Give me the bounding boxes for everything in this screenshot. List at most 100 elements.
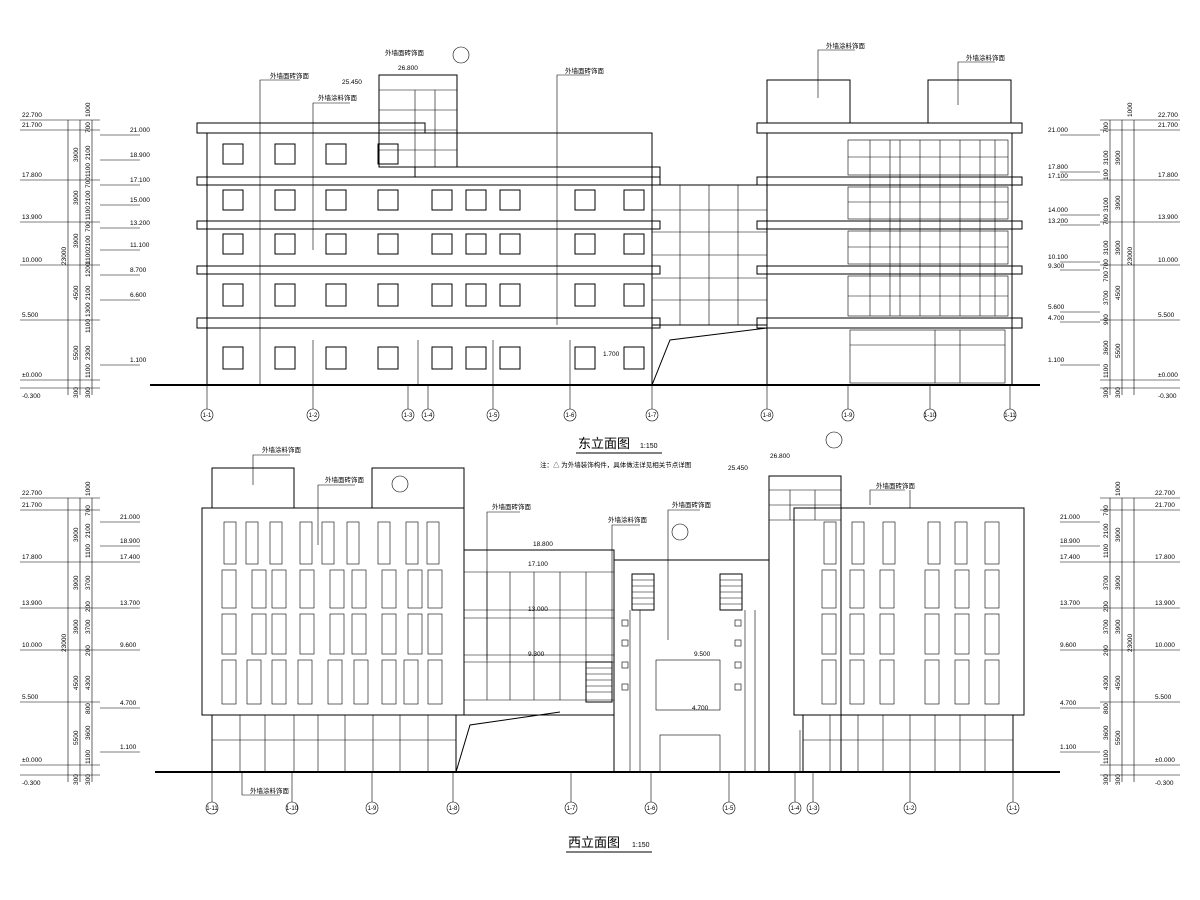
west-axis-11: 1-1 [1009,806,1018,812]
west-left-dim-8: 200 [85,601,92,612]
east-axis-11: 1-11 [1004,413,1016,419]
west-left-dim-15: 800 [85,703,92,714]
west-right-dim-11: 200 [1103,645,1110,656]
east-left-el-2: 21.700 [22,122,42,129]
west-right-dim-6: 3700 [1103,575,1110,590]
west-axis-8: 1-4 [791,806,800,812]
west-level-13000: 13.000 [528,606,548,613]
west-right-dim-12: 23000 [1127,634,1134,652]
east-right-in-4: 14.000 [1048,207,1068,214]
east-left-el-1: 22.700 [22,112,42,119]
west-left-dim-5: 1100 [85,544,92,558]
west-left-dim-2: 700 [85,505,92,516]
west-left-in-7: 1.100 [120,744,137,751]
east-right-dim-3: 3100 [1103,150,1110,165]
east-left-dim-15: 2100 [85,285,92,300]
east-right-in-6: 10.100 [1048,254,1068,261]
east-left-dim-6: 700 [85,177,92,188]
west-elevation: 外墙涂料饰面 外墙面砖饰面 外墙面砖饰面 外墙涂料饰面 外墙面砖饰面 外墙面砖饰… [20,431,1180,853]
east-right-block [766,132,1013,386]
west-level-4700: 4.700 [692,705,709,712]
west-right-in-6: 4.700 [1060,700,1077,707]
east-right-dim-12: 23000 [1127,247,1134,265]
west-level-9500: 9.500 [694,651,711,658]
east-axis-markers [200,385,1017,422]
east-callout-2: 外墙涂料饰面 [318,93,358,102]
west-callout-1: 外墙涂料饰面 [262,445,302,454]
east-left-in-8: 6.600 [130,292,147,299]
east-left-dim-17: 1300 [85,302,92,317]
west-left-windows [212,521,456,772]
west-callout-2: 外墙面砖饰面 [325,475,365,484]
east-left-in-4: 15.000 [130,197,150,204]
east-left-dim-9: 3900 [73,190,80,205]
west-left-dim-14: 4500 [73,675,80,690]
east-right-el-8: -0.300 [1158,393,1177,400]
west-left-dim-13: 4300 [85,675,92,690]
east-left-dim-4: 1100 [85,163,92,177]
west-axis-7: 1-5 [725,806,734,812]
west-right-el-7: ±0.000 [1155,757,1175,764]
east-right-el-6: 5.500 [1158,312,1175,319]
west-right-dim-1: 1000 [1115,481,1122,496]
west-level-18800: 18.800 [533,541,553,548]
west-right-dim-4: 3900 [1115,527,1122,542]
west-scale: 1:150 [632,842,650,849]
west-left-dim-6: 3700 [85,575,92,590]
west-right-dim-2: 700 [1103,505,1110,516]
east-detail-marker [452,46,470,64]
east-right-dim-17: 3600 [1103,340,1110,355]
east-left-dim-22: 1100 [85,364,92,378]
east-left-dim-3: 2100 [85,145,92,160]
east-axis-10: 1-10 [924,413,937,419]
west-right-dim-10: 3900 [1115,619,1122,634]
east-left-dim-8: 1100 [85,206,92,220]
west-right-windows [803,490,1013,772]
east-right-dim-11: 3900 [1115,240,1122,255]
east-right-in-2: 17.800 [1048,164,1068,171]
east-right-dim-8: 3900 [1115,195,1122,210]
west-left-in-4: 13.700 [120,600,140,607]
west-left-dim-3: 2100 [85,523,92,538]
east-right-in-8: 5.600 [1048,304,1065,311]
west-right-dim-15: 800 [1103,703,1110,714]
west-right-dim-16: 3600 [1103,725,1110,740]
west-right-dim-19: 300 [1103,774,1110,785]
west-level-9300: 9.300 [528,651,545,658]
west-callout-7: 外墙涂料饰面 [250,786,290,795]
west-left-dim-20: 300 [85,774,92,785]
west-level-17100: 17.100 [528,561,548,568]
east-right-el-2: 21.700 [1158,122,1178,129]
west-left-dim-9: 3700 [85,619,92,634]
west-level-25450: 25.450 [728,465,748,472]
west-left-el-1: 22.700 [22,490,42,497]
east-scale: 1:150 [640,443,658,450]
east-right-dim-7: 3100 [1103,197,1110,212]
east-right-dim-15: 4500 [1115,285,1122,300]
east-axis-5: 1-5 [489,413,498,419]
west-right-el-5: 10.000 [1155,642,1175,649]
west-left-el-7: ±0.000 [22,757,42,764]
east-right-el-5: 10.000 [1158,257,1178,264]
east-right-in-1: 21.000 [1048,127,1068,134]
east-right-in-7: 9.300 [1048,263,1065,270]
east-entrance-canopy [651,327,768,386]
west-right-in-4: 13.700 [1060,600,1080,607]
west-right-dim-lines [1060,497,1180,782]
west-right-in-5: 9.600 [1060,642,1077,649]
east-left-dim-24: 300 [85,387,92,398]
west-right-in-1: 21.000 [1060,514,1080,521]
west-right-el-8: -0.300 [1155,780,1174,787]
east-right-dim-2: 700 [1103,122,1110,133]
west-right-in-7: 1.100 [1060,744,1077,751]
east-left-dim-19: 1100 [85,319,92,333]
east-left-dim-21: 5500 [73,345,80,360]
west-right-dim-9: 3700 [1103,619,1110,634]
east-left-dim-10: 700 [85,221,92,232]
east-level-25450: 25.450 [342,79,362,86]
east-left-el-8: -0.300 [22,393,41,400]
west-right-dim-7: 3900 [1115,575,1122,590]
east-right-dim-21: 300 [1115,387,1122,398]
east-right-dim-lines [1060,119,1180,395]
east-axis-7: 1-7 [648,413,657,419]
